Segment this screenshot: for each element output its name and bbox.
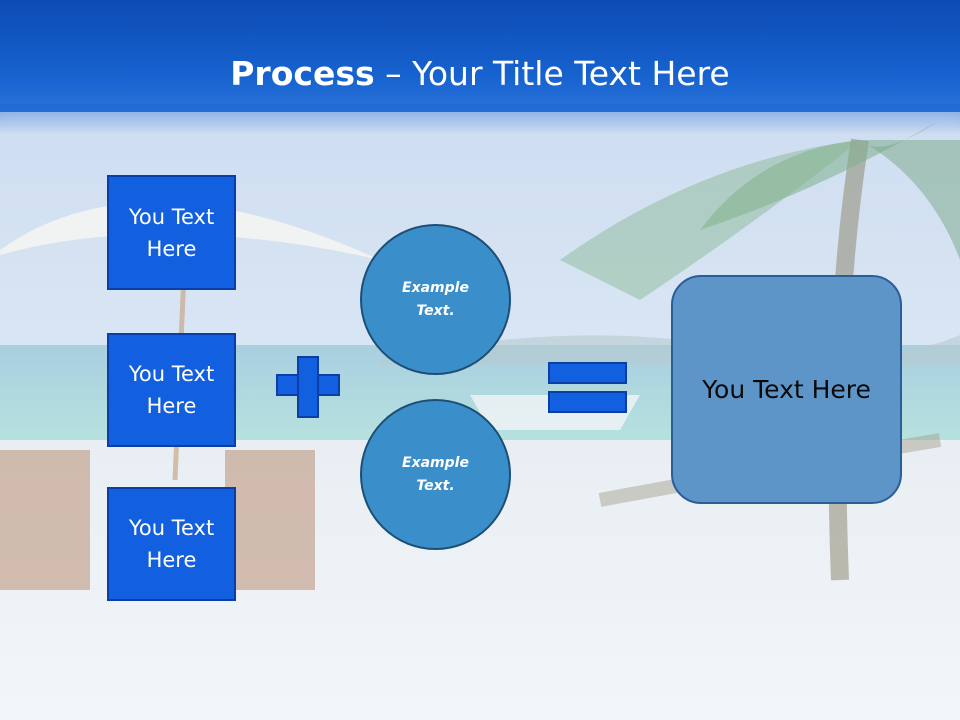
result-box[interactable]: You Text Here [671,275,902,504]
text-box-label: You Text Here [128,516,215,572]
text-box-label: You Text Here [128,204,215,261]
example-circle-1[interactable]: Example Text. [360,224,511,375]
title-bar [0,0,960,112]
page-title: Process – Your Title Text Here [0,52,960,96]
text-box-1[interactable]: You Text Here [107,175,236,290]
circle-label: Example Text. [402,454,469,494]
title-bar-fade [0,104,960,134]
text-box-label: You Text Here [128,362,215,418]
text-box-2[interactable]: You Text Here [107,333,236,447]
example-circle-2[interactable]: Example Text. [360,399,511,550]
title-bold: Process [230,54,375,93]
circle-label: Example Text. [402,279,469,319]
text-box-3[interactable]: You Text Here [107,487,236,601]
result-label: You Text Here [702,375,871,404]
title-rest: – Your Title Text Here [374,54,730,93]
